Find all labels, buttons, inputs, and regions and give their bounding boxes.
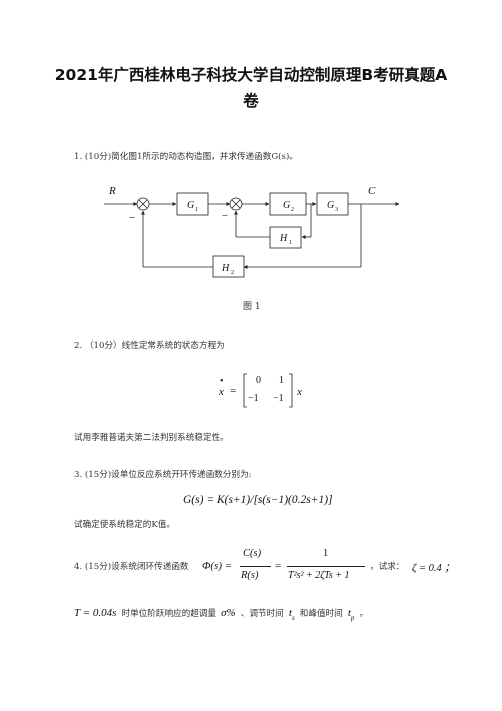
page-title: 2021年广西桂林电子科技大学自动控制原理B考研真题A [54, 66, 448, 84]
fraction-numerator-1: C(s) [243, 548, 262, 559]
h2-subscript: 2 [231, 270, 234, 276]
question-1-text: 1. (10分)简化图1所示的动态构造图，并求传递函数G(s)。 [74, 152, 298, 162]
fraction-bar-2 [287, 566, 365, 567]
output-label: C [368, 185, 376, 197]
h1-label: H [279, 233, 288, 244]
state-lhs: x [219, 386, 224, 398]
g3-subscript: 3 [335, 207, 338, 213]
matrix-a21: −1 [248, 393, 259, 404]
matrix-a22: −1 [273, 393, 284, 404]
block-h1 [269, 226, 302, 249]
fraction-numerator-2: 1 [323, 548, 329, 559]
g1-subscript: 1 [195, 207, 198, 213]
matrix-a12: 1 [279, 375, 284, 386]
settling-time-symbol: t [288, 607, 292, 619]
figure-caption: 图 1 [243, 302, 261, 312]
sigma-percent: σ% [221, 607, 236, 619]
state-rhs: x [297, 386, 302, 398]
phi-label: Φ(s) = [202, 560, 233, 572]
overshoot-text: 时单位阶跃响应的超调量 [121, 609, 217, 619]
minus-sign-1: − [129, 212, 135, 224]
g1-label: G [187, 200, 194, 211]
matrix-brackets [243, 373, 293, 408]
question-3-instruction: 试确定使系统稳定的K值。 [74, 520, 175, 530]
g2-subscript: 2 [291, 207, 294, 213]
matrix-a11: 0 [256, 375, 261, 386]
question-4-line-2: T = 0.04s 时单位阶跃响应的超调量 σ% 、调节时间 ts 和峰值时间 … [74, 601, 404, 622]
block-diagram: R C G 1 G 2 G 3 H 1 H 2 − − [104, 185, 400, 278]
question-2-instruction: 试用李雅普诺夫第二法判别系统稳定性。 [74, 433, 229, 443]
input-label: R [108, 185, 116, 197]
equals-sign: = [275, 560, 282, 572]
sentence-end: 。 [359, 609, 369, 619]
block-h2 [212, 255, 245, 278]
fraction-denominator-1: R(s) [241, 570, 259, 581]
derivative-dot: • [220, 376, 224, 387]
closed-loop-formula: Φ(s) = C(s) R(s) = 1 T²s² + 2ζTs + 1 ，试求… [202, 545, 412, 589]
state-equals: = [230, 385, 237, 397]
state-equation: • x = 0 1 −1 −1 x [218, 372, 308, 412]
question-4-text: 4. (15分)设系统闭环传递函数 [74, 562, 189, 572]
h1-subscript: 1 [289, 240, 292, 246]
peak-time-subscript: p [350, 614, 355, 623]
minus-sign-2: − [222, 210, 228, 222]
g3-label: G [327, 200, 334, 211]
peak-time-symbol: t [347, 607, 351, 619]
peak-time-text: 和峰值时间 [299, 609, 343, 619]
settling-time-text: 、调节时间 [240, 609, 284, 619]
fraction-denominator-2: T²s² + 2ζTs + 1 [288, 570, 350, 581]
question-3-text: 3. (15分)设单位反应系统开环传递函数分别为: [74, 470, 252, 480]
h2-label: H [221, 263, 230, 274]
fraction-bar-1 [240, 566, 271, 567]
question-2-text: 2. （10分）线性定常系统的状态方程为 [74, 341, 225, 351]
settling-time-subscript: s [291, 614, 295, 623]
t-value: T = 0.04s [74, 607, 117, 619]
zeta-value: ζ = 0.4 ； [412, 563, 455, 574]
page-title-continued: 卷 [243, 92, 259, 110]
question-4-ask: ，试求： [370, 562, 405, 572]
g2-label: G [283, 200, 290, 211]
transfer-function-formula: G(s) = K(s+1)/[s(s−1)(0.2s+1)] [183, 494, 333, 506]
